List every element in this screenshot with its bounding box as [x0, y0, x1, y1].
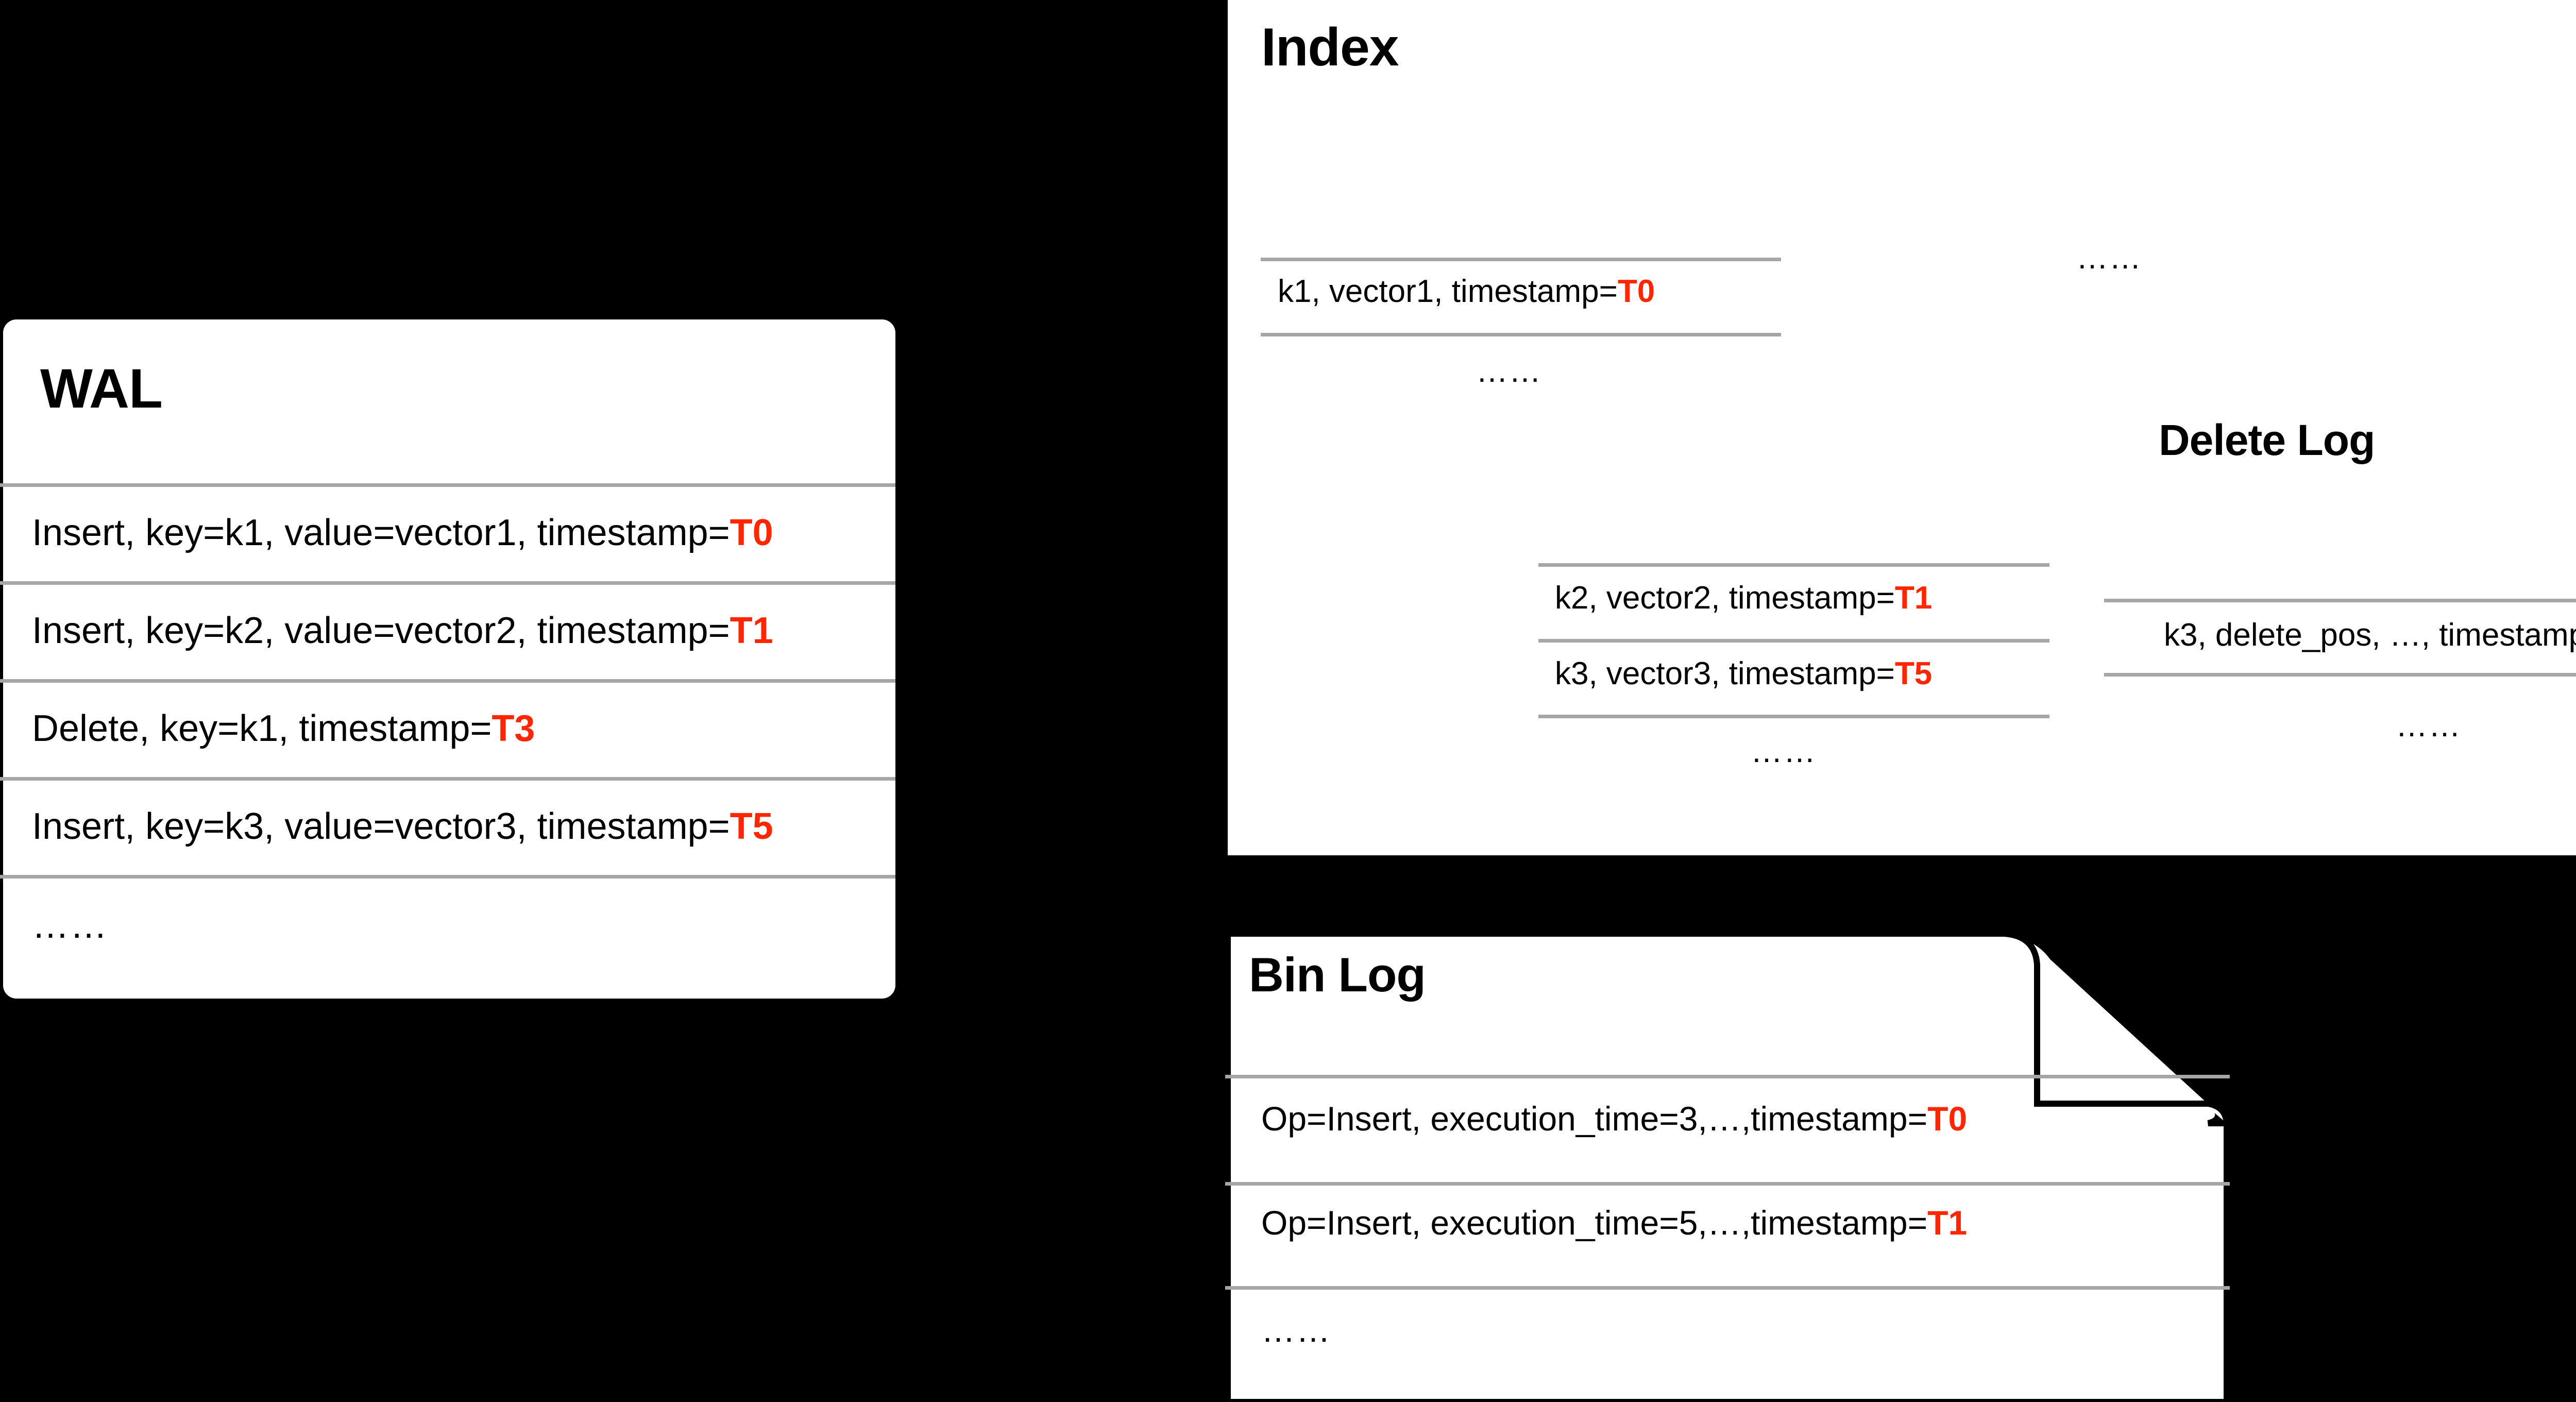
- wal-row-4-timestamp: T5: [730, 806, 773, 847]
- index-leaf-k2k3-row-1-timestamp: T1: [1894, 580, 1933, 616]
- index-leaf-more-ellipsis: ……: [2076, 240, 2142, 276]
- bin-log-row-2: Op=Insert, execution_time=5,…,timestamp=…: [1261, 1206, 1967, 1240]
- bin-log-row-1-timestamp: T0: [1927, 1100, 1968, 1138]
- index-leaf-k1-divider-2: [1261, 333, 1781, 336]
- delete-log-row-1: k3, delete_pos, …, timestamp=T3: [2164, 619, 2576, 651]
- index-leaf-k2k3-row-2-text: k3, vector3, timestamp=: [1555, 656, 1895, 691]
- index-leaf-k1-row-1-timestamp: T0: [1617, 274, 1655, 309]
- index-leaf-k1-divider-1: [1261, 258, 1781, 261]
- bin-log-row-1: Op=Insert, execution_time=3,…,timestamp=…: [1261, 1102, 1967, 1136]
- index-leaf-k2k3-row-1: k2, vector2, timestamp=T1: [1555, 582, 1932, 614]
- index-leaf-k2k3-divider-2: [1538, 639, 2049, 643]
- wal-title: WAL: [40, 357, 163, 419]
- wal-row-2: Insert, key=k2, value=vector2, timestamp…: [32, 612, 773, 649]
- wal-divider-1: [0, 483, 895, 487]
- bin-log-divider-2: [1225, 1182, 2230, 1186]
- index-leaf-k2k3-row-1-text: k2, vector2, timestamp=: [1555, 580, 1895, 616]
- index-title: Index: [1261, 18, 1399, 77]
- bin-log-row-2-text: Op=Insert, execution_time=5,…,timestamp=: [1261, 1204, 1928, 1242]
- delete-log-row-1-text: k3, delete_pos, …, timestamp=: [2164, 617, 2576, 653]
- wal-row-1-timestamp: T0: [730, 512, 773, 553]
- index-leaf-k2k3-divider-1: [1538, 563, 2049, 567]
- wal-row-2-timestamp: T1: [730, 610, 773, 651]
- wal-row-4-text: Insert, key=k3, value=vector3, timestamp…: [32, 806, 730, 847]
- wal-row-3-text: Delete, key=k1, timestamp=: [32, 708, 492, 749]
- bin-log-title: Bin Log: [1249, 948, 1426, 1002]
- index-leaf-k2k3-row-3-ellipsis: ……: [1751, 734, 1817, 769]
- wal-row-4: Insert, key=k3, value=vector3, timestamp…: [32, 808, 773, 845]
- wal-divider-4: [0, 777, 895, 781]
- bin-log-row-2-timestamp: T1: [1927, 1204, 1968, 1242]
- index-leaf-k2k3-divider-3: [1538, 715, 2049, 718]
- bin-log-row-3-ellipsis: ……: [1261, 1311, 1331, 1349]
- index-leaf-k1-row-2-ellipsis: ……: [1476, 353, 1542, 389]
- wal-panel: [3, 319, 895, 999]
- index-leaf-k1-row-1-text: k1, vector1, timestamp=: [1278, 274, 1618, 309]
- wal-row-1: Insert, key=k1, value=vector1, timestamp…: [32, 514, 773, 551]
- delete-log-title: Delete Log: [2159, 416, 2375, 464]
- bin-log-divider-1: [1225, 1075, 2230, 1078]
- index-leaf-k1-row-1: k1, vector1, timestamp=T0: [1278, 276, 1655, 308]
- index-leaf-k2k3-row-2-timestamp: T5: [1894, 656, 1933, 691]
- bin-log-divider-3: [1225, 1286, 2230, 1290]
- index-leaf-k2k3-row-2: k3, vector3, timestamp=T5: [1555, 658, 1932, 690]
- delete-log-row-2-ellipsis: ……: [2396, 708, 2462, 744]
- wal-divider-2: [0, 581, 895, 585]
- bin-log-row-1-text: Op=Insert, execution_time=3,…,timestamp=: [1261, 1100, 1928, 1138]
- wal-divider-3: [0, 679, 895, 683]
- wal-row-5-ellipsis: ……: [32, 905, 108, 946]
- wal-divider-5: [0, 875, 895, 879]
- delete-log-divider-1: [2104, 599, 2576, 602]
- wal-row-3: Delete, key=k1, timestamp=T3: [32, 710, 535, 747]
- wal-row-2-text: Insert, key=k2, value=vector2, timestamp…: [32, 610, 730, 651]
- wal-row-3-timestamp: T3: [492, 708, 535, 749]
- wal-row-1-text: Insert, key=k1, value=vector1, timestamp…: [32, 512, 730, 553]
- delete-log-divider-2: [2104, 673, 2576, 677]
